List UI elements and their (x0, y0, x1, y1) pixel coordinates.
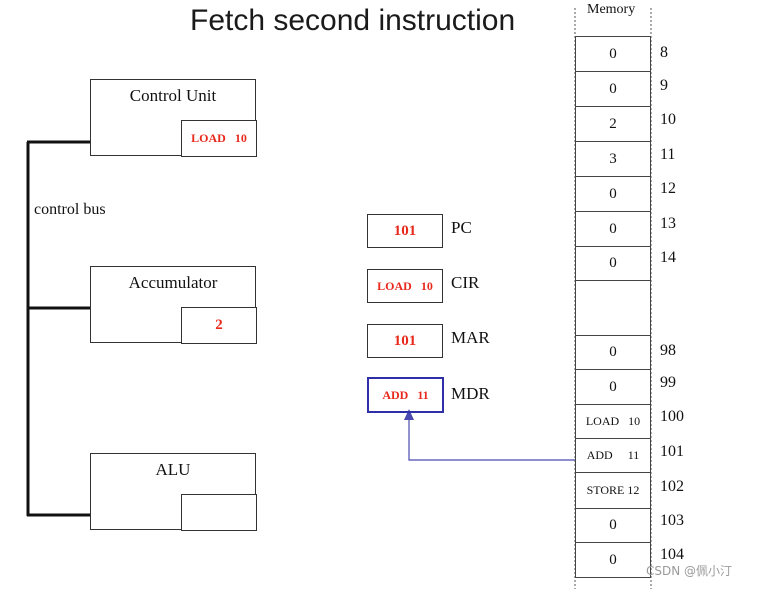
control-unit-label: Control Unit (129, 86, 217, 105)
memory-address-10: 10 (660, 111, 676, 128)
pc-label: PC (451, 218, 472, 237)
data-arrowhead (404, 409, 414, 420)
control-unit-instruction: LOAD 10 (181, 120, 257, 157)
memory-cell-100: LOAD 10 (575, 404, 651, 439)
memory-address-11: 11 (660, 146, 676, 163)
memory-address-13: 13 (660, 215, 676, 232)
accumulator-value: 2 (181, 307, 257, 344)
control-unit-box: Control Unit LOAD 10 (90, 79, 257, 157)
memory-cell-10: 2 (575, 106, 651, 142)
pc-register: 101 (367, 214, 443, 248)
alu-label: ALU (155, 460, 191, 479)
memory-address-100: 100 (660, 408, 684, 425)
alu-box: ALU (90, 453, 257, 531)
alu-value (181, 494, 257, 531)
memory-cell-103: 0 (575, 508, 651, 543)
memory-cell-11: 3 (575, 141, 651, 177)
memory-address-102: 102 (660, 478, 684, 495)
memory-cell-14: 0 (575, 246, 651, 281)
control-bus-label: control bus (34, 201, 106, 218)
mdr-register: ADD 11 (367, 377, 444, 413)
accumulator-box: Accumulator 2 (90, 266, 257, 344)
memory-column: 0 0 2 3 0 0 0 0 0 LOAD 10 ADD 11 STORE 1… (575, 0, 651, 589)
memory-cell-104: 0 (575, 542, 651, 578)
mar-register: 101 (367, 324, 443, 358)
memory-cell-98: 0 (575, 335, 651, 370)
memory-cell-12: 0 (575, 176, 651, 212)
memory-address-14: 14 (660, 249, 676, 266)
data-arrow-line (408, 414, 576, 461)
memory-address-103: 103 (660, 512, 684, 529)
memory-cell-99: 0 (575, 369, 651, 405)
watermark: CSDN @佩小汀 (646, 564, 733, 578)
memory-gap (575, 280, 651, 336)
mar-label: MAR (451, 328, 490, 347)
memory-cell-102: STORE 12 (575, 472, 651, 509)
mdr-label: MDR (451, 384, 490, 403)
slide-title: Fetch second instruction (190, 4, 516, 37)
memory-cell-101: ADD 11 (575, 438, 651, 473)
memory-address-104: 104 (660, 546, 684, 563)
memory-address-8: 8 (660, 44, 668, 61)
cir-label: CIR (451, 273, 480, 292)
memory-cell-9: 0 (575, 71, 651, 107)
accumulator-label: Accumulator (128, 273, 218, 292)
memory-cell-8: 0 (575, 36, 651, 72)
memory-address-101: 101 (660, 443, 684, 460)
memory-address-98: 98 (660, 342, 676, 359)
memory-cell-13: 0 (575, 211, 651, 247)
memory-address-99: 99 (660, 374, 676, 391)
memory-title: Memory (587, 2, 636, 17)
cir-register: LOAD 10 (367, 269, 443, 303)
memory-address-12: 12 (660, 180, 676, 197)
memory-address-9: 9 (660, 77, 668, 94)
